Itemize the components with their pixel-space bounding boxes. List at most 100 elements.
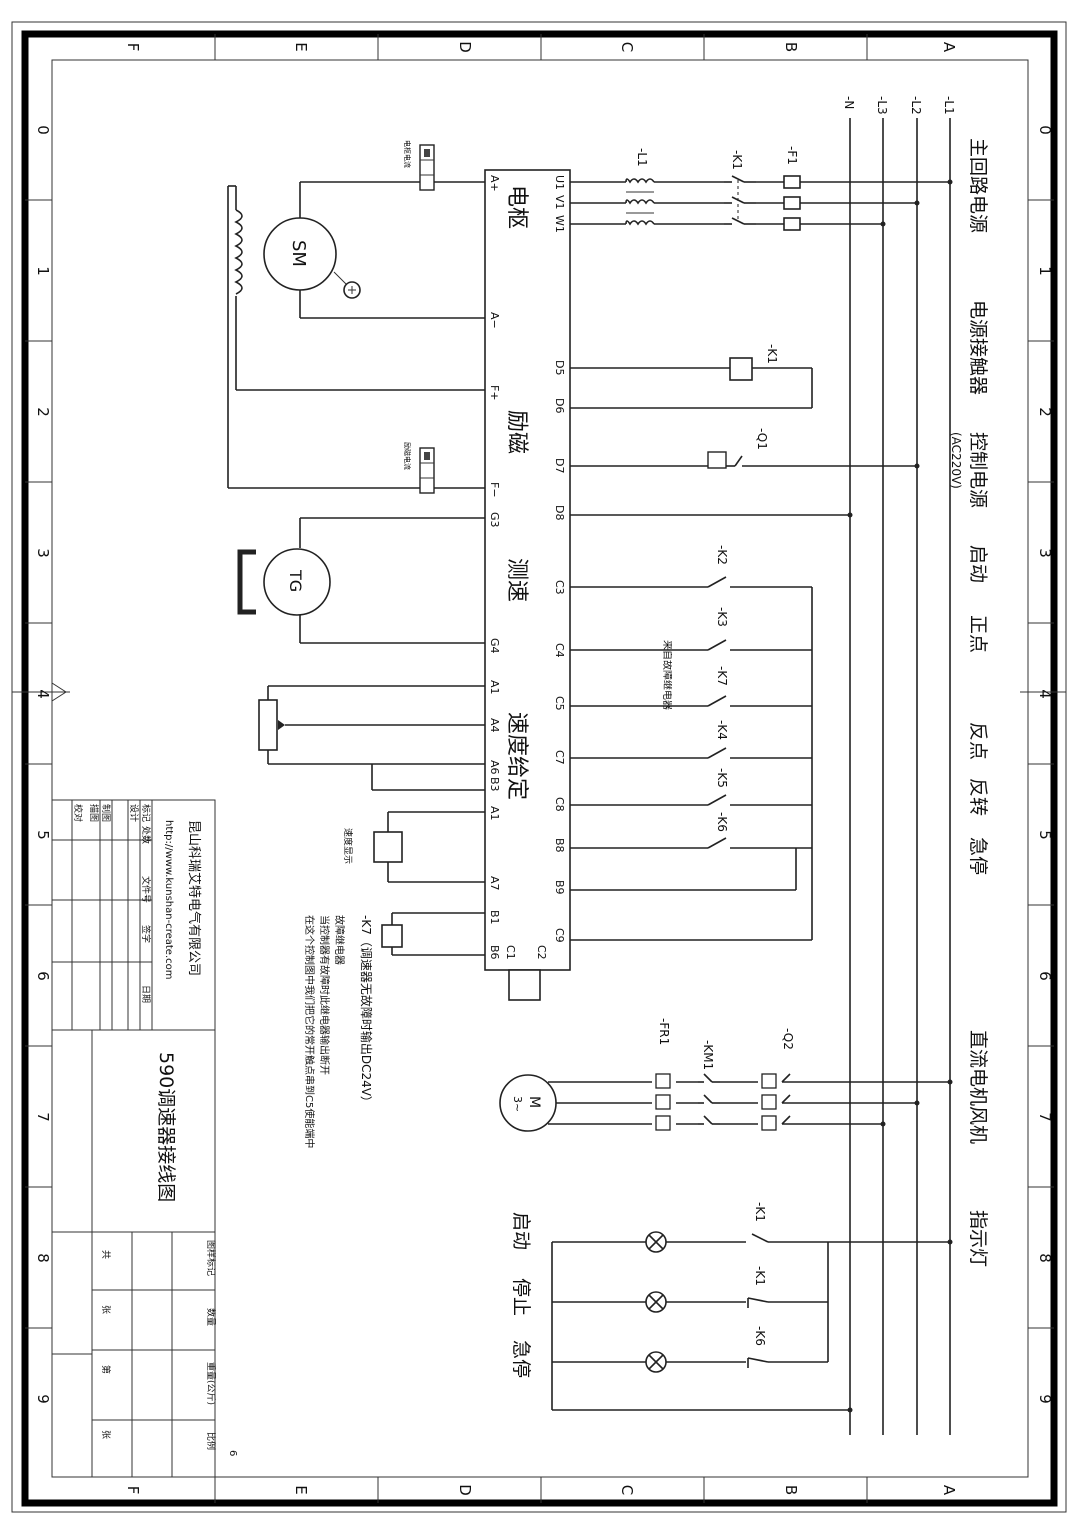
label-fr1: -FR1 xyxy=(657,1018,671,1045)
terminal: A6 xyxy=(488,760,501,775)
tb-row-design: 设计 xyxy=(128,804,140,822)
tb-row-check: 校对 xyxy=(72,804,84,822)
title-block-text: 昆山科瑞艾特电气有限公司 http://www.kunshan-create.c… xyxy=(72,804,238,1456)
terminal: C1 xyxy=(504,945,517,960)
terminal: A1 xyxy=(488,806,501,821)
tb-weight: 重量(公斤) xyxy=(205,1362,217,1405)
block-speed-ref: 速度给定 xyxy=(504,712,529,800)
row-number-left: 3 xyxy=(34,548,52,558)
speed-potentiometer xyxy=(258,685,485,791)
armature-circuit xyxy=(227,181,485,489)
note-line-1: 故障继电器 xyxy=(333,915,346,965)
drive-left-terminals: A+ A− F+ F− G3 G4 A1 A4 A6 B3 A1 A7 B1 B… xyxy=(488,175,517,960)
bottom-letter: C xyxy=(618,1485,636,1495)
terminal: C7 xyxy=(553,750,566,765)
bus-label-l1: -L1 xyxy=(942,96,956,115)
field-fuse xyxy=(419,447,435,494)
section-control-note: (AC220V) xyxy=(949,432,963,489)
terminal: G3 xyxy=(488,512,501,528)
indicator-circuit xyxy=(551,1233,953,1413)
row-number-left: 0 xyxy=(34,125,52,135)
bottom-letter: F xyxy=(124,1486,142,1495)
row-number-left: 4 xyxy=(34,689,52,699)
label-ind-k1: -K1 xyxy=(753,1202,767,1222)
tb-col-sign: 签字 xyxy=(140,925,152,943)
row-number-left: 9 xyxy=(34,1394,52,1404)
top-letter: A xyxy=(940,42,958,53)
terminal: B3 xyxy=(488,777,501,792)
label-ind-k1-nc: -K1 xyxy=(753,1266,767,1286)
label-km1: -KM1 xyxy=(701,1040,715,1070)
row-number-right: 3 xyxy=(1036,548,1054,558)
reactor-l1 xyxy=(625,172,655,234)
relay-k7-coil xyxy=(381,912,485,956)
terminal: W1 xyxy=(553,215,566,233)
section-contactor: 电源接触器 xyxy=(967,300,989,395)
drive-right-terminals: U1 V1 W1 D5 D6 D7 D8 C3 C4 C5 C7 C8 B8 B… xyxy=(535,175,566,960)
top-letter: D xyxy=(456,41,474,53)
label-f1: -F1 xyxy=(785,146,799,165)
label-armature-fuse: 电枢电流 xyxy=(403,140,412,168)
block-armature: 电枢 xyxy=(504,185,529,229)
row-number-right: 6 xyxy=(1036,971,1054,981)
row-number-right: 9 xyxy=(1036,1394,1054,1404)
section-estop: 急停 xyxy=(967,837,989,875)
company-name: 昆山科瑞艾特电气有限公司 xyxy=(186,820,202,976)
company-website: http://www.kunshan-create.com xyxy=(163,820,174,980)
fan-circuit xyxy=(499,1070,953,1134)
top-letter: E xyxy=(292,42,310,51)
bus-label-l3: -L3 xyxy=(875,96,889,115)
control-breaker-q1 xyxy=(570,451,920,518)
row-number-right: 4 xyxy=(1036,689,1054,699)
row-number-left: 6 xyxy=(34,971,52,981)
power-bus xyxy=(849,118,951,1435)
label-k4: -K4 xyxy=(715,720,729,740)
indicator-lamp-labels: 启动 停止 急停 xyxy=(510,1212,532,1378)
label-k3: -K3 xyxy=(715,607,729,627)
page-mark: 6 xyxy=(227,1450,238,1456)
bottom-letter: B xyxy=(782,1485,800,1495)
bottom-letter: A xyxy=(940,1485,958,1496)
label-ind-k6: -K6 xyxy=(753,1326,767,1346)
terminal: C5 xyxy=(553,696,566,711)
lamp-stop-icon xyxy=(645,1291,667,1313)
section-start: 启动 xyxy=(967,545,989,583)
terminal: B6 xyxy=(488,945,501,960)
block-field: 励磁 xyxy=(504,410,529,454)
row-number-left: 7 xyxy=(34,1112,52,1122)
lamp-estop-icon xyxy=(645,1351,667,1373)
label-k7-source: 来自故障继电器 xyxy=(661,640,672,710)
label-k5: -K5 xyxy=(715,768,729,788)
block-tacho: 测速 xyxy=(504,558,529,602)
section-indicator: 指示灯 xyxy=(967,1210,989,1267)
row-number-left: 8 xyxy=(34,1253,52,1263)
contactor-coil-circuit xyxy=(570,357,813,409)
terminal: A7 xyxy=(488,876,501,891)
bus-label-l2: -L2 xyxy=(909,96,923,115)
lamp-start-icon xyxy=(645,1231,667,1253)
terminal: C3 xyxy=(553,580,566,595)
row-number-left: 2 xyxy=(34,407,52,417)
tb-row-trace: 描图 xyxy=(88,804,100,822)
section-headings: 主回路电源 电源接触器 控制电源 (AC220V) 启动 正点 反点 反转 急停… xyxy=(949,138,989,1267)
row-number-right: 2 xyxy=(1036,407,1054,417)
label-field-fuse: 励磁电流 xyxy=(403,442,412,470)
tb-col-date: 日期 xyxy=(140,985,151,1003)
terminal: D7 xyxy=(553,458,566,473)
row-number-right: 1 xyxy=(1036,266,1054,276)
row-number-right: 5 xyxy=(1036,830,1054,840)
terminal: C8 xyxy=(553,797,566,812)
tb-scale: 比例 xyxy=(205,1432,217,1450)
terminal: V1 xyxy=(553,195,566,210)
terminal: B8 xyxy=(553,838,566,853)
bottom-letter: E xyxy=(292,1485,310,1494)
tb-quantity: 数量 xyxy=(205,1308,217,1326)
tb-sheets: 张 xyxy=(100,1305,111,1314)
field-winding xyxy=(234,209,243,295)
armature-fuse xyxy=(419,144,435,191)
tb-sheet-no: 第 xyxy=(100,1365,112,1374)
fan-motor-phase: 3~ xyxy=(511,1096,524,1112)
tb-col-file: 文件号 xyxy=(140,876,152,903)
top-letter: F xyxy=(124,43,142,52)
label-k6: -K6 xyxy=(715,812,729,832)
